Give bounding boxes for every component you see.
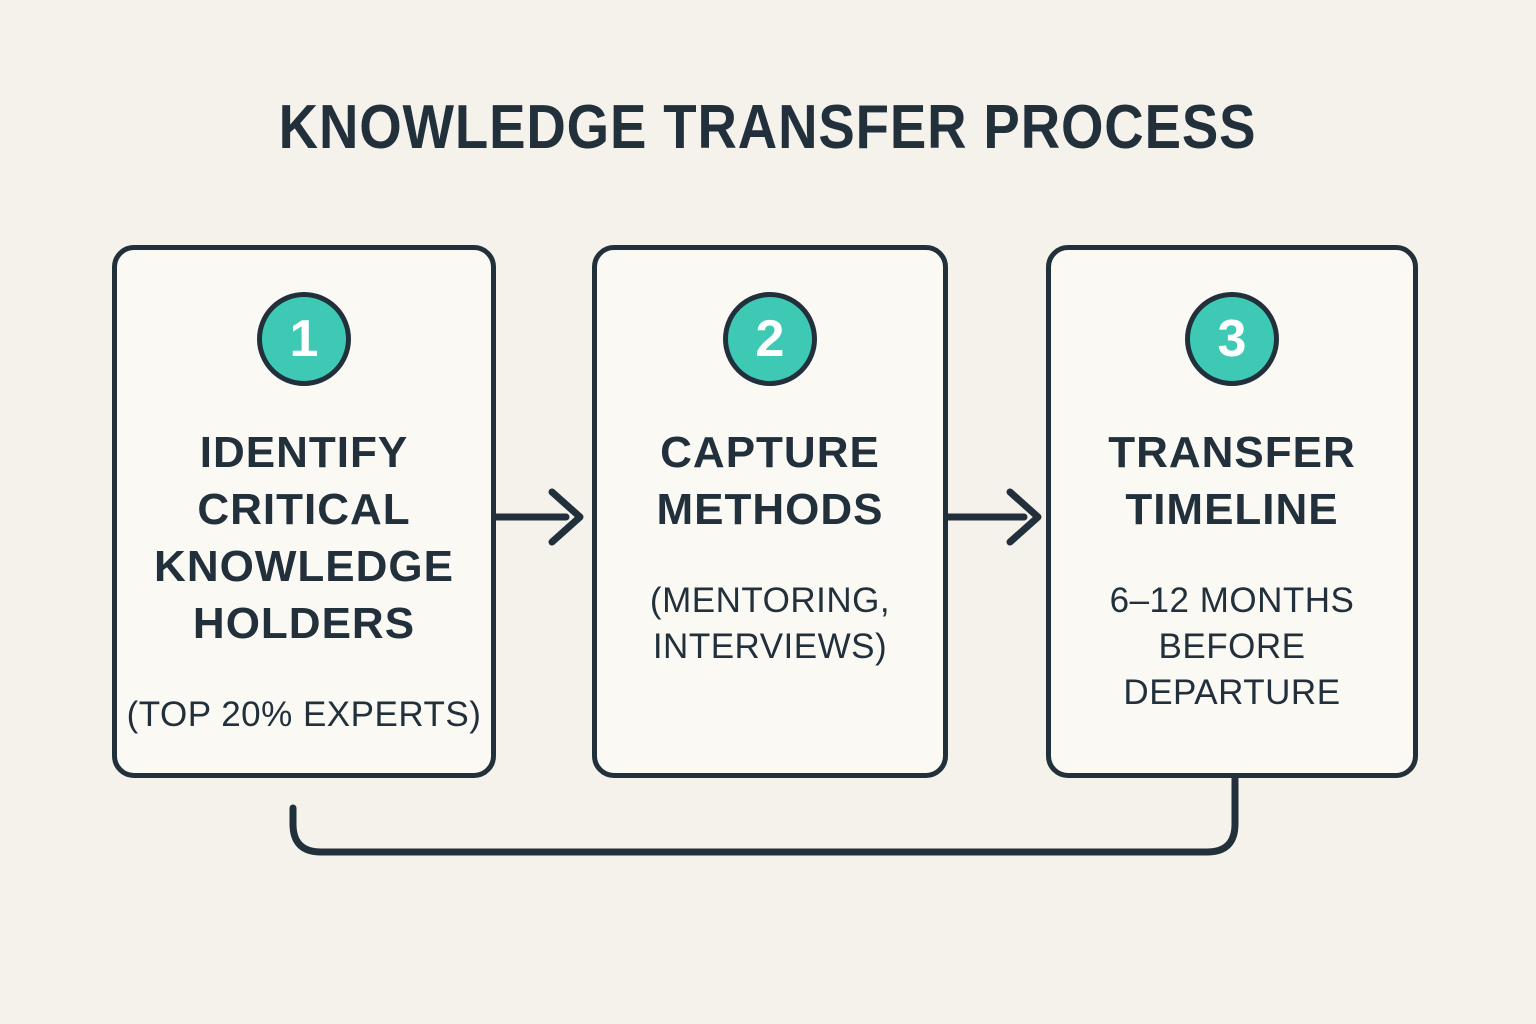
step-number-badge: 1 bbox=[257, 292, 351, 386]
page-title-text: KNOWLEDGE TRANSFER PROCESS bbox=[279, 93, 1257, 162]
step-number-badge: 2 bbox=[723, 292, 817, 386]
step-heading: IDENTIFY CRITICAL KNOWLEDGE HOLDERS bbox=[154, 428, 454, 648]
step-heading: TRANSFER TIMELINE bbox=[1108, 428, 1356, 534]
page-title: KNOWLEDGE TRANSFER PROCESS bbox=[0, 97, 1536, 159]
step-card-2: 2 CAPTURE METHODS (MENTORING, INTERVIEWS… bbox=[592, 245, 948, 778]
step-subtext: (MENTORING, INTERVIEWS) bbox=[649, 581, 891, 666]
step-subtext: 6–12 MONTHS BEFORE DEPARTURE bbox=[1109, 581, 1355, 712]
arrow-right-icon bbox=[944, 488, 1042, 546]
step-number-badge: 3 bbox=[1185, 292, 1279, 386]
step-subtext: (TOP 20% EXPERTS) bbox=[126, 695, 482, 734]
step-heading: CAPTURE METHODS bbox=[656, 428, 884, 534]
step-card-3: 3 TRANSFER TIMELINE 6–12 MONTHS BEFORE D… bbox=[1046, 245, 1418, 778]
step-card-1: 1 IDENTIFY CRITICAL KNOWLEDGE HOLDERS (T… bbox=[112, 245, 496, 778]
step-number: 3 bbox=[1217, 310, 1247, 368]
feedback-loop-line bbox=[289, 772, 1239, 856]
step-number: 1 bbox=[289, 310, 319, 368]
step-number: 2 bbox=[755, 310, 785, 368]
arrow-right-icon bbox=[492, 488, 584, 546]
